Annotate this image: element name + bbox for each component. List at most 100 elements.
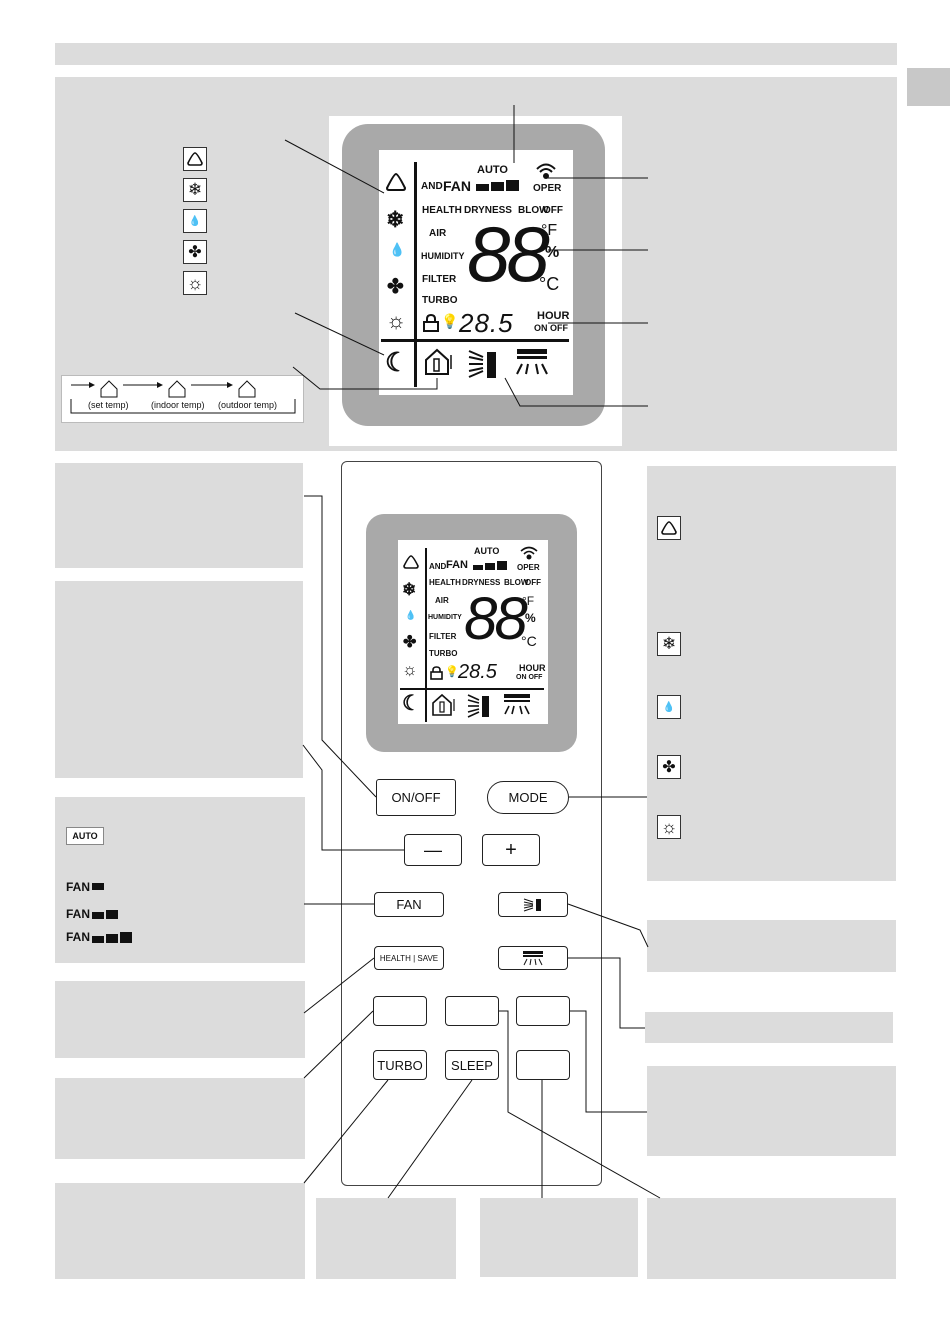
cool-mode-icon: ❄	[386, 207, 405, 232]
small-lcd-off: OFF	[525, 578, 541, 587]
lcd-divider-horizontal	[381, 339, 569, 342]
small-fan-mode-icon: ✤	[403, 634, 417, 651]
on-off-button[interactable]: ON/OFF	[376, 779, 456, 816]
section-tab	[907, 68, 950, 106]
left-panel-1	[55, 463, 303, 568]
legend-dry-mode-icon: 💧	[183, 209, 207, 233]
temp-cycle-outdoor: (outdoor temp)	[218, 400, 278, 410]
blank-button-2[interactable]	[445, 996, 499, 1026]
blank-button-3[interactable]	[516, 996, 570, 1026]
legend-auto-mode-icon	[183, 147, 207, 171]
swing-button[interactable]	[498, 892, 568, 917]
fan-legend-mid-label: FAN	[66, 907, 90, 921]
louver-button[interactable]	[498, 946, 568, 970]
small-lcd-air: AIR	[435, 596, 449, 605]
lcd-unit-percent: %	[545, 244, 560, 261]
small-lcd-hour: HOUR	[519, 663, 546, 673]
small-lcd-health: HEALTH	[429, 578, 461, 587]
small-lcd-on-off: ON OFF	[516, 674, 543, 681]
small-sleep-icon: ☾	[402, 692, 421, 715]
left-panel-6	[55, 1183, 305, 1279]
bottom-panel-1	[316, 1198, 456, 1279]
small-lcd-and: AND	[429, 562, 447, 571]
temp-cycle-arrows	[70, 380, 296, 414]
lcd-and-label: AND	[421, 181, 443, 192]
fan-legend-auto: AUTO	[66, 827, 104, 845]
lcd-hour-label: HOUR	[537, 310, 570, 322]
health-save-button[interactable]: HEALTH | SAVE	[374, 946, 444, 970]
header-strip	[55, 43, 897, 65]
small-lcd-divider-vertical	[425, 548, 427, 722]
small-lcd-screen: ❄ 💧 ✤ ☼ ☾ AUTO AND FAN OPER HEALTH DRYNE…	[398, 540, 548, 724]
lcd-filter-label: FILTER	[422, 274, 457, 285]
small-louver-icon	[504, 694, 530, 715]
large-lcd-screen: ❄ 💧 ✤ ☼ ☾ AUTO AND FAN OPER HEALTH DRYNE…	[379, 150, 573, 395]
fan-legend-low-bars	[92, 883, 104, 890]
small-lcd-dryness: DRYNESS	[462, 578, 501, 587]
legend-fan-mode-icon: ✤	[183, 240, 207, 264]
mode-legend-cool-icon: ❄	[657, 632, 681, 656]
right-panel-2	[647, 920, 896, 972]
turbo-button[interactable]: TURBO	[373, 1050, 427, 1080]
small-lcd-small-digits: 28.5	[458, 661, 497, 683]
mode-legend-dry-icon: 💧	[657, 695, 681, 719]
signal-icon	[536, 163, 556, 179]
lcd-oper-label: OPER	[533, 183, 562, 194]
legend-cool-mode-icon: ❄	[183, 178, 207, 202]
mode-legend-auto-icon	[657, 516, 681, 540]
lock-icon	[423, 313, 439, 332]
temp-plus-button[interactable]: +	[482, 834, 540, 866]
fan-legend-mid-bars	[92, 910, 118, 919]
fan-legend-high-bars	[92, 932, 132, 943]
small-fan-speed-bars	[473, 561, 507, 570]
mode-legend-fan-icon: ✤	[657, 755, 681, 779]
small-dry-mode-icon: 💧	[405, 610, 417, 620]
small-lcd-divider-horizontal	[400, 688, 544, 690]
swing-icon	[468, 350, 496, 378]
small-lcd-oper: OPER	[517, 563, 540, 572]
top-callout-lines	[284, 105, 648, 407]
small-lcd-fan: FAN	[446, 559, 468, 571]
lcd-small-digits: 28.5	[459, 308, 514, 338]
heat-mode-icon: ☼	[386, 308, 407, 333]
legend-heat-mode-icon: ☼	[183, 271, 207, 295]
lcd-humidity-label: HUMIDITY	[421, 251, 465, 261]
lcd-turbo-label: TURBO	[422, 295, 458, 306]
lcd-off-label: OFF	[543, 205, 563, 216]
small-light-icon: 💡	[445, 666, 459, 678]
left-panel-4	[55, 981, 305, 1058]
lcd-divider-vertical	[414, 162, 417, 387]
louver-button-icon	[523, 951, 543, 966]
louver-icon	[516, 349, 548, 375]
small-lock-icon	[430, 666, 443, 680]
mode-legend-heat-icon: ☼	[657, 815, 681, 839]
swing-button-icon	[523, 898, 541, 911]
fan-legend-high-label: FAN	[66, 930, 90, 944]
sleep-button[interactable]: SLEEP	[445, 1050, 499, 1080]
auto-mode-icon	[385, 172, 407, 191]
lcd-dryness-label: DRYNESS	[464, 205, 512, 216]
small-lcd-unit-percent: %	[525, 611, 536, 625]
temp-minus-button[interactable]: —	[404, 834, 462, 866]
small-temp-display-icon	[432, 693, 455, 716]
lcd-health-label: HEALTH	[422, 205, 462, 216]
lcd-air-label: AIR	[429, 228, 447, 239]
lcd-blow-label: BLOW	[518, 205, 549, 216]
blank-button-4[interactable]	[516, 1050, 570, 1080]
small-lcd-unit-f: °F	[522, 594, 535, 608]
small-signal-icon	[520, 546, 538, 560]
lcd-fan-label: FAN	[443, 178, 471, 194]
mode-button[interactable]: MODE	[487, 781, 569, 814]
small-cool-mode-icon: ❄	[402, 580, 417, 599]
left-panel-2	[55, 581, 303, 778]
temp-display-icon	[425, 348, 452, 375]
lcd-big-digits: 88	[467, 210, 550, 298]
light-icon: 💡	[441, 313, 459, 329]
remote-callout-lines	[302, 495, 661, 1199]
blank-button-1[interactable]	[373, 996, 427, 1026]
fan-button[interactable]: FAN	[374, 892, 444, 917]
small-lcd-unit-c: °C	[521, 633, 537, 649]
lcd-unit-f: °F	[541, 222, 558, 239]
lcd-unit-c: °C	[539, 274, 560, 294]
bottom-panel-2	[480, 1198, 638, 1277]
